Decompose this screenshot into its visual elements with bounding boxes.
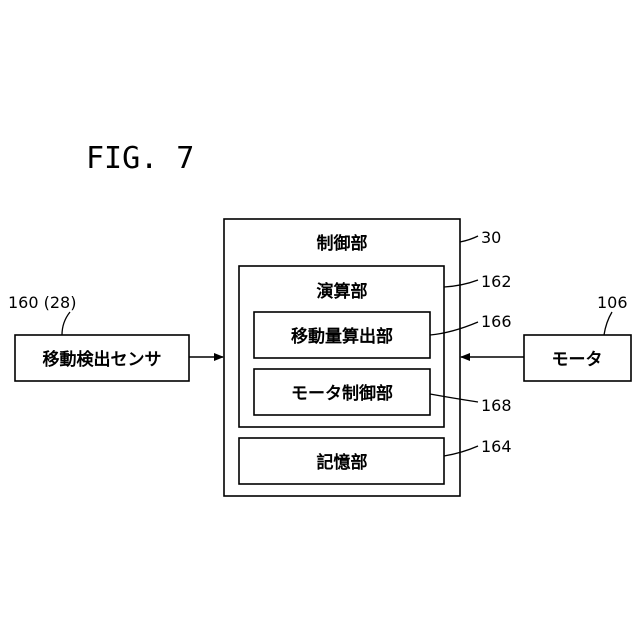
ref-motor-control: 168 [481, 396, 512, 415]
motor-control-label: モータ制御部 [291, 383, 393, 404]
control-unit-label: 制御部 [317, 233, 368, 254]
ref-control-unit: 30 [481, 228, 501, 247]
storage-unit-label: 記憶部 [317, 452, 368, 473]
ref-movement-calc: 166 [481, 312, 512, 331]
ref-motor: 106 [597, 293, 628, 312]
leader-sensor [62, 312, 70, 335]
calc-unit-label: 演算部 [317, 281, 368, 302]
ref-calc-unit: 162 [481, 272, 512, 291]
ref-storage-unit: 164 [481, 437, 512, 456]
figure-title: FIG. 7 [86, 141, 194, 176]
sensor-label: 移動検出センサ [43, 349, 162, 370]
leader-control-unit [460, 236, 478, 242]
leader-motor [604, 312, 612, 335]
ref-sensor: 160 (28) [8, 293, 76, 312]
movement-calc-label: 移動量算出部 [291, 326, 393, 347]
motor-label: モータ [552, 350, 603, 370]
